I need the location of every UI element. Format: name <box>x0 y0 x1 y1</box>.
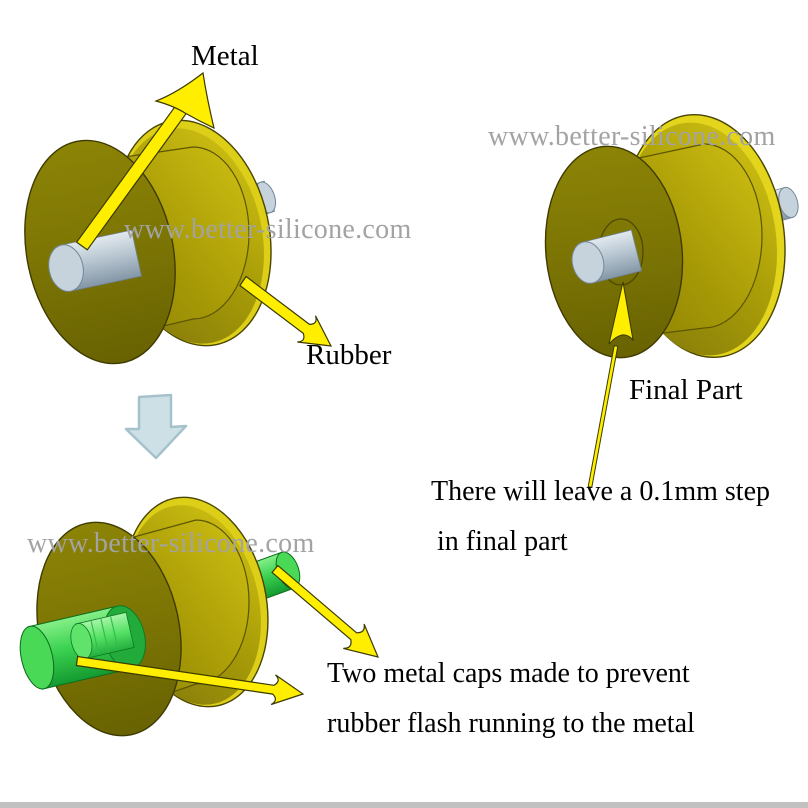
rubber-arrow-icon <box>239 275 333 347</box>
step-note-line2: in final part <box>437 526 568 557</box>
caps-note-line2: rubber flash running to the metal <box>327 708 695 739</box>
pulley-top-left <box>24 119 277 365</box>
metal-arrow-icon <box>75 71 215 251</box>
final-part-label: Final Part <box>629 374 743 406</box>
step-note-line1: There will leave a 0.1mm step <box>431 476 770 507</box>
pulley-bottom-left <box>19 496 301 737</box>
watermark-top-left: www.better-silicone.com <box>124 214 412 245</box>
watermark-bottom-left: www.better-silicone.com <box>27 528 315 559</box>
caps-arrow-upper-icon <box>271 564 380 658</box>
process-down-arrow-icon <box>124 393 188 460</box>
step-arrow-icon <box>587 281 634 488</box>
pulley-top-right <box>544 113 799 359</box>
front-shaft <box>48 229 142 292</box>
rubber-label: Rubber <box>306 339 392 371</box>
watermark-top-right: www.better-silicone.com <box>488 121 776 152</box>
bottom-divider <box>0 802 808 808</box>
caps-note-line1: Two metal caps made to prevent <box>327 658 690 689</box>
front-shaft <box>571 229 643 284</box>
caps-arrow-lower-icon <box>75 655 305 706</box>
metal-label: Metal <box>191 40 259 72</box>
